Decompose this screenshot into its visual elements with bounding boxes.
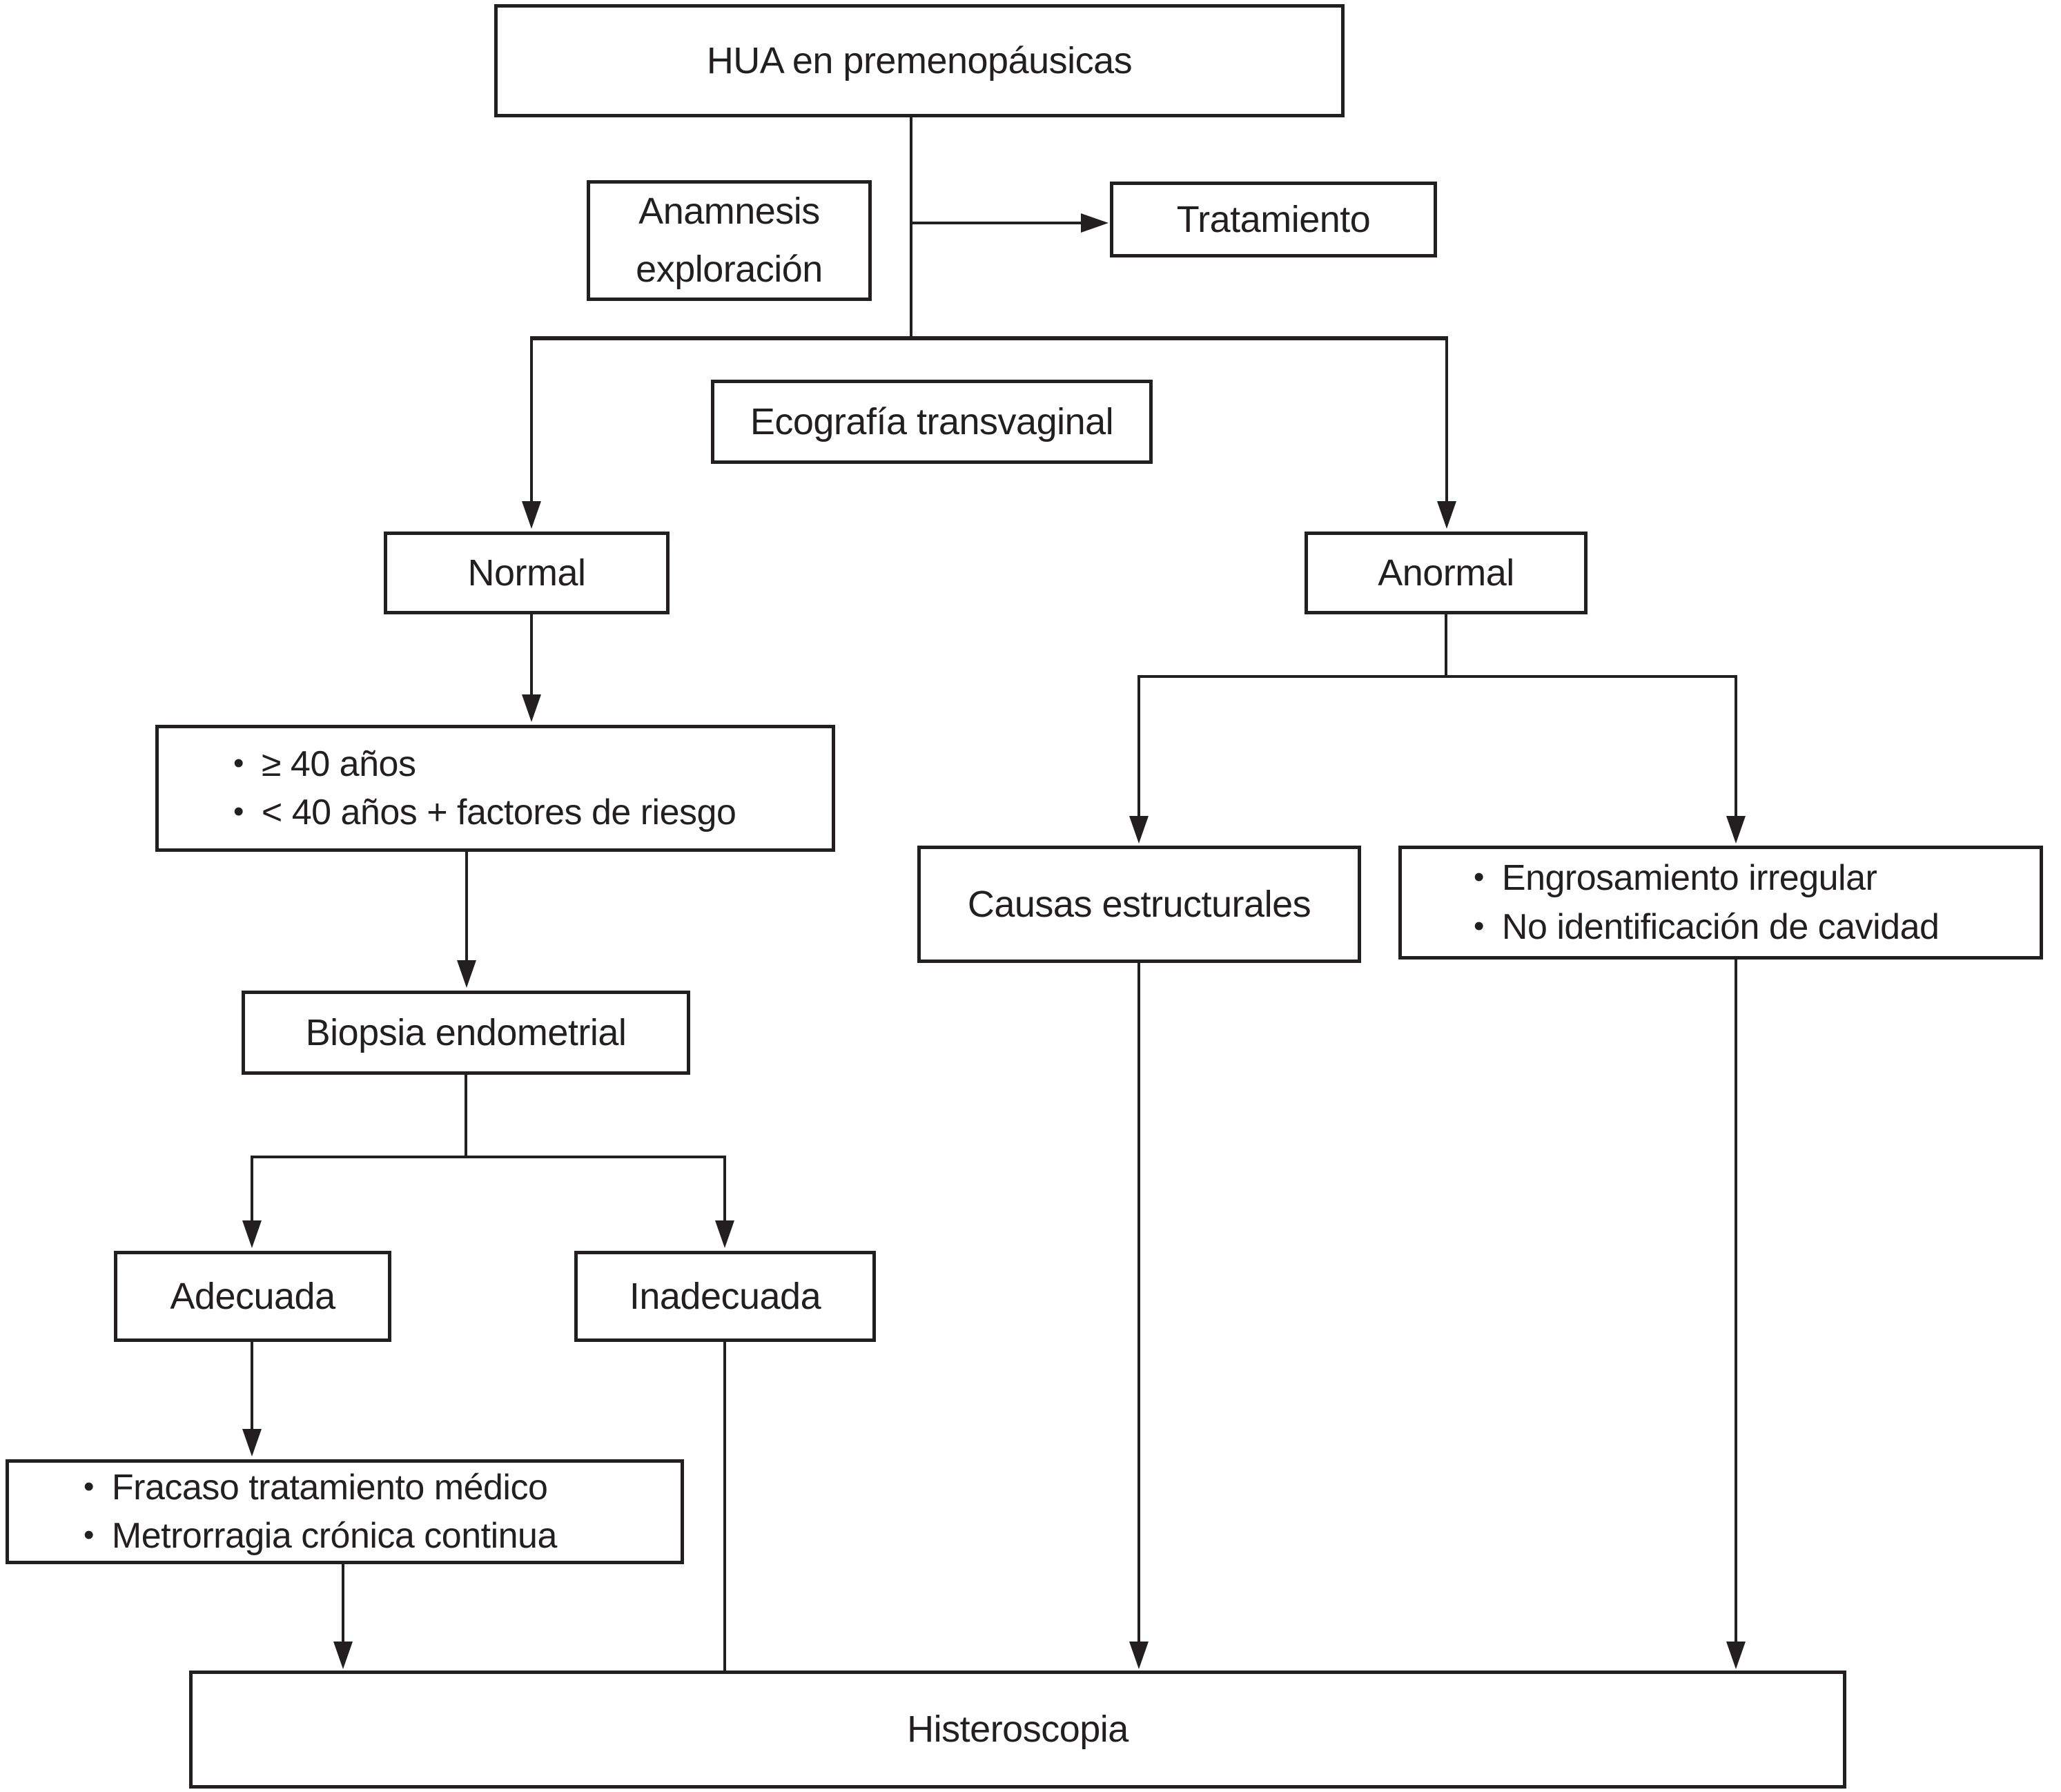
node-riesgo-item1: ≥ 40 años [261,743,416,784]
bullet-row: • Engrosamiento irregular [1474,854,1877,902]
node-causas: Causas estructurales [917,846,1361,963]
node-fracaso-item2: Metrorragia crónica continua [111,1516,558,1556]
edge-arrow-tratamiento [911,213,1108,233]
bullet-marker: • [1474,860,1484,895]
node-riesgo-item2: < 40 años + factores de riesgo [261,792,736,832]
edge-arrow-causas [1129,675,1149,844]
edge-arrow-causas-histeroscopia [1129,963,1149,1669]
node-anamnesis-line1: Anamnesis [638,190,820,232]
node-inadecuada: Inadecuada [574,1251,876,1342]
node-histeroscopia-label: Histeroscopia [907,1708,1129,1751]
node-causas-label: Causas estructurales [967,883,1311,925]
node-fracaso-item1: Fracaso tratamiento médico [111,1467,548,1508]
edge-arrow-normal [522,337,541,529]
edge-arrow-normal-riesgo [522,614,541,722]
edge-arrow-anormal [1437,337,1456,529]
bullet-row: • < 40 años + factores de riesgo [233,788,736,837]
bullet-marker: • [233,795,244,828]
node-adecuada-label: Adecuada [170,1275,335,1317]
node-normal: Normal [384,532,670,614]
node-ecografia-label: Ecografía transvaginal [750,400,1114,442]
bullet-marker: • [84,1518,94,1552]
node-engrosamiento-item1: Engrosamiento irregular [1501,858,1877,899]
node-anamnesis: Anamnesis exploración [587,180,872,301]
bullet-row: • ≥ 40 años [233,740,416,788]
edge-arrow-engrosamiento [1726,675,1746,844]
bullet-row: • No identificación de cavidad [1474,903,1940,951]
node-anormal-label: Anormal [1378,552,1514,594]
node-ecografia: Ecografía transvaginal [711,380,1153,464]
node-tratamiento-label: Tratamiento [1176,198,1371,240]
node-biopsia-label: Biopsia endometrial [305,1011,627,1053]
node-fracaso: • Fracaso tratamiento médico • Metrorrag… [6,1459,684,1564]
node-histeroscopia: Histeroscopia [189,1671,1846,1789]
edge-arrow-fracaso-histeroscopia [333,1564,353,1669]
bullet-row: • Fracaso tratamiento médico [84,1463,548,1512]
node-biopsia: Biopsia endometrial [242,991,690,1075]
node-inadecuada-label: Inadecuada [629,1275,821,1317]
node-hua: HUA en premenopáusicas [494,4,1345,117]
node-engrosamiento: • Engrosamiento irregular • No identific… [1398,846,2043,960]
edge-arrow-riesgo-biopsia [457,852,476,988]
bullet-marker: • [233,746,244,780]
bullet-row: • Metrorragia crónica continua [84,1512,557,1560]
node-engrosamiento-item2: No identificación de cavidad [1501,906,1940,947]
node-anamnesis-line2: exploración [636,248,823,290]
edge-anormal-split [1137,614,1737,678]
edge-arrow-adecuada [242,1156,262,1248]
node-normal-label: Normal [467,552,586,594]
edge-arrow-adecuada-fracaso [242,1342,262,1457]
edge-arrow-inadecuada [715,1156,734,1248]
node-riesgo: • ≥ 40 años • < 40 años + factores de ri… [155,725,835,852]
node-anormal: Anormal [1305,532,1588,614]
bullet-marker: • [1474,908,1484,943]
node-tratamiento: Tratamiento [1110,182,1437,257]
edge-biopsia-split [251,1075,726,1158]
node-hua-label: HUA en premenopáusicas [706,39,1133,81]
edge-arrow-engrosamiento-histeroscopia [1726,960,1746,1669]
node-adecuada: Adecuada [114,1251,391,1342]
bullet-marker: • [84,1469,94,1503]
